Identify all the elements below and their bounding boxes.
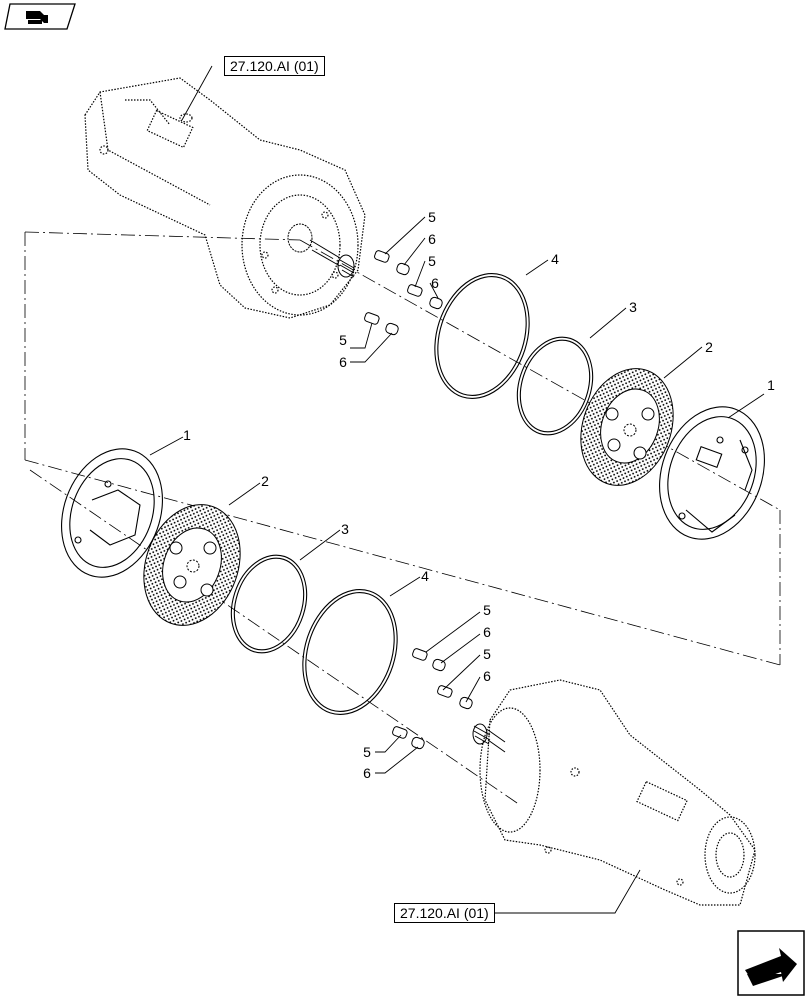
lower-shaft: [472, 723, 506, 753]
friction-disc-lower: [143, 504, 241, 626]
bolts-bushings-upper: [364, 250, 443, 336]
callout-5[interactable]: 5: [428, 209, 436, 225]
next-page-arrow-icon-graphic: [737, 930, 805, 996]
callout-6[interactable]: 6: [431, 275, 439, 291]
lower-axle-housing: [479, 679, 756, 906]
o-ring-small-upper: [516, 336, 594, 436]
callout-1[interactable]: 1: [183, 427, 191, 443]
callout-6[interactable]: 6: [363, 765, 371, 781]
catalog-back-icon[interactable]: [4, 3, 76, 30]
reference-box-top[interactable]: 27.120.AI (01): [224, 56, 325, 76]
next-page-arrow-icon[interactable]: [737, 930, 805, 996]
callout-3[interactable]: 3: [341, 521, 349, 537]
callout-6[interactable]: 6: [428, 231, 436, 247]
reference-box-bottom[interactable]: 27.120.AI (01): [394, 903, 495, 923]
brake-plate-lower: [61, 448, 163, 578]
callout-4[interactable]: 4: [421, 568, 429, 584]
o-ring-small-lower: [230, 554, 308, 654]
callout-5[interactable]: 5: [483, 602, 491, 618]
callout-5[interactable]: 5: [428, 253, 436, 269]
bolts-bushings-lower: [392, 648, 473, 750]
callout-5[interactable]: 5: [363, 744, 371, 760]
catalog-back-icon-graphic: [4, 3, 76, 30]
brake-plate-upper: [659, 406, 765, 540]
o-ring-large-lower: [302, 589, 398, 715]
callout-4[interactable]: 4: [551, 251, 559, 267]
upper-shaft: [287, 223, 355, 278]
callout-3[interactable]: 3: [629, 299, 637, 315]
friction-disc-upper: [580, 368, 674, 486]
leader-lines: [149, 65, 765, 914]
o-ring-large-upper: [434, 273, 530, 399]
callout-2[interactable]: 2: [261, 473, 269, 489]
upper-axle-housing: [84, 77, 366, 319]
callout-6[interactable]: 6: [483, 624, 491, 640]
callout-2[interactable]: 2: [705, 339, 713, 355]
callout-6[interactable]: 6: [483, 668, 491, 684]
callout-6[interactable]: 6: [339, 354, 347, 370]
assembly-centerlines: [24, 231, 781, 806]
callout-5[interactable]: 5: [339, 332, 347, 348]
callout-1[interactable]: 1: [767, 377, 775, 393]
callout-5[interactable]: 5: [483, 646, 491, 662]
